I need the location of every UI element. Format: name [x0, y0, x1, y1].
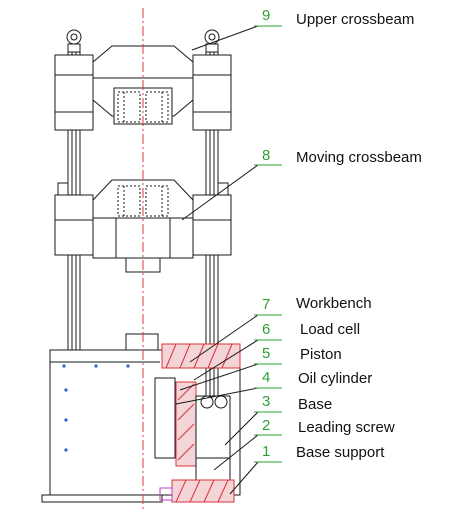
callout-numbers: 9 8 7 6 5 4 3 2 1	[262, 7, 270, 460]
base-frame	[41, 333, 241, 503]
callout-labels: Upper crossbeam Moving crossbeam Workben…	[296, 11, 422, 461]
frame-bolts	[62, 364, 130, 452]
callout-number-8: 8	[262, 147, 270, 164]
callout-number-3: 3	[262, 393, 270, 410]
machine-drawing	[41, 8, 282, 512]
lower-grip	[117, 185, 169, 217]
callout-number-5: 5	[262, 345, 270, 362]
lifting-eye-left	[66, 29, 82, 53]
label-base: Base	[298, 396, 332, 413]
label-base-support: Base support	[296, 444, 385, 461]
upper-grip	[117, 91, 169, 123]
callout-underlines	[254, 25, 282, 463]
callout-number-9: 9	[262, 7, 270, 24]
callout-number-6: 6	[262, 321, 270, 338]
callout-number-4: 4	[262, 369, 270, 386]
label-oil-cylinder: Oil cylinder	[298, 370, 372, 387]
label-workbench: Workbench	[296, 295, 372, 312]
leader-lines	[175, 25, 259, 495]
label-moving-crossbeam: Moving crossbeam	[296, 149, 422, 166]
workbench	[161, 343, 241, 369]
callout-number-7: 7	[262, 296, 270, 313]
label-piston: Piston	[300, 346, 342, 363]
label-upper-crossbeam: Upper crossbeam	[296, 11, 414, 28]
callout-number-1: 1	[262, 443, 270, 460]
callout-number-2: 2	[262, 417, 270, 434]
label-load-cell: Load cell	[300, 321, 360, 338]
label-leading-screw: Leading screw	[298, 419, 395, 436]
base-support	[159, 479, 235, 503]
oil-cylinder	[154, 377, 231, 481]
